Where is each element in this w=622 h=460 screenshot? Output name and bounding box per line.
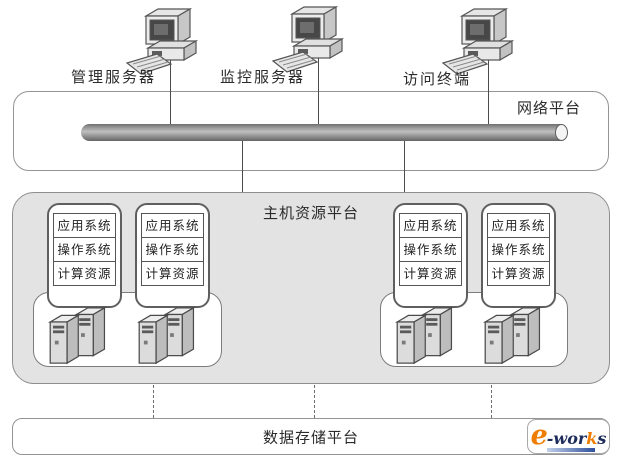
connector-bus-host-2 — [404, 140, 405, 192]
network-bus-pipe-end — [555, 124, 568, 141]
layer-computing-resource: 计算资源 — [53, 261, 116, 286]
connector-bus-host-1 — [242, 140, 243, 192]
host-node-card: 应用系统 操作系统 计算资源 — [135, 203, 210, 308]
host-node-card: 应用系统 操作系统 计算资源 — [47, 203, 122, 308]
logo-letter-e: e — [530, 419, 548, 451]
layer-computing-resource: 计算资源 — [487, 261, 550, 286]
server-towers-icon — [47, 307, 117, 365]
host-node-card: 应用系统 操作系统 计算资源 — [393, 203, 468, 308]
logo-letter-k: k — [586, 428, 598, 448]
layer-operating-system: 操作系统 — [141, 237, 204, 262]
layer-application-system: 应用系统 — [141, 213, 204, 238]
server-towers-icon — [394, 307, 464, 365]
terminal-label-monitor-server: 监控服务器 — [220, 68, 306, 86]
layer-computing-resource: 计算资源 — [141, 261, 204, 286]
connector-terminal-3 — [488, 57, 489, 124]
terminal-label-access-terminal: 访问终端 — [403, 70, 472, 88]
connector-host-storage-3 — [491, 385, 492, 418]
terminal-label-management-server: 管理服务器 — [71, 68, 157, 86]
layer-stack: 应用系统 操作系统 计算资源 — [53, 213, 116, 286]
connector-terminal-2 — [318, 55, 319, 124]
logo-text-wor: -wor — [546, 428, 587, 448]
storage-platform-label: 数据存储平台 — [262, 428, 360, 446]
network-bus-pipe — [81, 124, 562, 141]
connector-terminal-1 — [170, 57, 171, 124]
logo-underline-bar — [546, 447, 595, 452]
layer-computing-resource: 计算资源 — [399, 261, 462, 286]
layer-operating-system: 操作系统 — [53, 237, 116, 262]
connector-host-storage-1 — [153, 385, 154, 418]
connector-host-storage-2 — [314, 385, 315, 418]
layer-stack: 应用系统 操作系统 计算资源 — [487, 213, 550, 286]
server-towers-icon — [136, 307, 206, 365]
layer-stack: 应用系统 操作系统 计算资源 — [141, 213, 204, 286]
network-platform-label: 网络平台 — [516, 99, 581, 117]
storage-platform-box: 数据存储平台 — [12, 418, 610, 455]
layer-operating-system: 操作系统 — [487, 237, 550, 262]
layer-application-system: 应用系统 — [399, 213, 462, 238]
layer-operating-system: 操作系统 — [399, 237, 462, 262]
logo-letter-s: s — [597, 428, 607, 448]
layer-stack: 应用系统 操作系统 计算资源 — [399, 213, 462, 286]
layer-application-system: 应用系统 — [487, 213, 550, 238]
server-towers-icon — [482, 307, 552, 365]
host-platform-label: 主机资源平台 — [262, 204, 360, 222]
layer-application-system: 应用系统 — [53, 213, 116, 238]
host-node-card: 应用系统 操作系统 计算资源 — [481, 203, 556, 308]
